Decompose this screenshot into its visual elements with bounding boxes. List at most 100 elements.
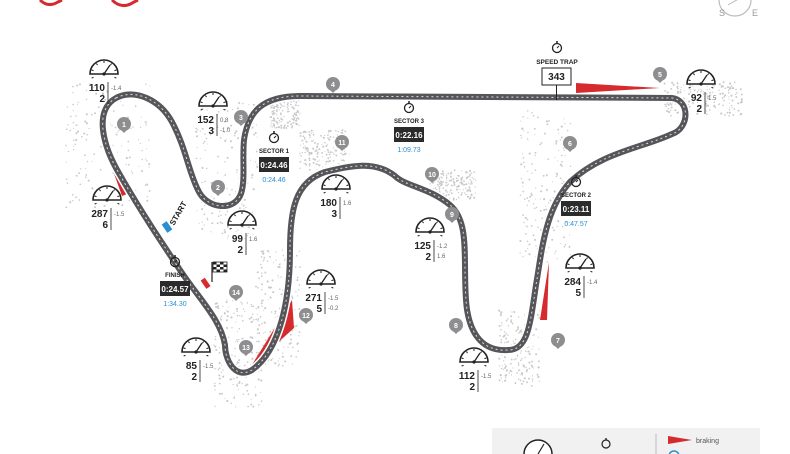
speedometer-icon [227,210,257,230]
turn-number: 13 [242,345,250,352]
sector-label: SECTOR 2 [561,193,592,199]
turn-number: 12 [302,313,310,320]
sector-time: 0:23.11 [563,205,590,214]
corner-speed: 287 [91,209,108,220]
turn-number: 4 [331,82,335,89]
logo-icon [38,0,139,7]
legend-blue-icon [668,450,680,454]
corner-speed: 112 [459,371,476,382]
gauge-5: 922 1.5 [686,69,717,115]
corner-gear: 2 [696,104,702,115]
turn-number: 9 [450,212,454,219]
corner-gforce-1: -1.2 [437,244,448,250]
cumulative-time: 1:34.30 [163,301,186,308]
turn-number: 2 [216,185,220,192]
corner-speed: 85 [186,361,198,372]
corner-gear: 2 [425,252,431,263]
finish-marker [200,277,211,289]
corner-speed: 92 [691,93,703,104]
compass-e: E [752,8,758,18]
start-marker: START [161,200,189,233]
turn-marker-4: 4 [326,77,340,93]
speedometer-icon [459,347,489,367]
braking-zone-t7 [540,262,549,320]
corner-gforce-2: -1.0 [220,128,231,134]
stopwatch-icon [169,255,181,268]
start-label: START [168,200,189,227]
corner-gforce-1: -1.4 [111,86,122,92]
turn-marker-1: 1 [117,117,131,133]
corner-gforce-1: 1.5 [708,96,717,102]
corner-speed: 110 [89,83,106,94]
stopwatch-icon [570,175,582,188]
speedometer-icon [89,59,119,79]
turn-marker-3: 3 [234,110,248,126]
turn-marker-9: 9 [445,207,459,223]
speedometer-icon [686,69,716,89]
corner-speed: 99 [232,234,244,245]
compass-icon: S E [718,0,758,18]
corner-gforce-2: 1.6 [437,254,446,260]
turn-marker-11: 11 [335,135,349,151]
speed-trap-label: SPEED TRAP [536,59,578,66]
legend-gauge-icon [523,439,553,454]
sector-2: SECTOR 2 0:23.11 0:47.57 [561,175,592,228]
corner-gforce-2: -0.2 [328,306,339,312]
corner-speed: 271 [305,293,322,304]
turn-marker-7: 7 [551,333,565,349]
turn-number: 1 [122,122,126,129]
legend-braking-label: braking [696,438,719,445]
sector-time: 0:24.57 [161,285,189,294]
corner-gear: 5 [316,304,322,315]
turn-marker-8: 8 [449,318,463,334]
corner-speed: 180 [320,198,337,209]
corner-gear: 3 [208,126,214,137]
cumulative-time: 0:47.57 [564,221,587,228]
turn-number: 10 [428,172,436,179]
legend-braking-swatch [668,436,692,444]
compass-s: S [719,8,725,18]
corner-gear: 5 [575,288,581,299]
sector-label: SECTOR 1 [259,149,290,155]
corner-gear: 2 [237,245,243,256]
sector-label: FINISH [165,273,185,279]
speedometer-icon [181,337,211,357]
track [98,89,690,377]
gauge-13: 852 -1.5 [181,337,214,383]
turn-number: 14 [232,290,240,297]
stopwatch-icon [403,101,415,114]
turn-number: 6 [568,141,572,148]
corner-gforce-1: -1.5 [203,364,214,370]
corner-gear: 2 [191,372,197,383]
cumulative-time: 1:09.73 [397,147,420,154]
corner-gforce-1: 0.8 [220,118,229,124]
cumulative-time: 0:24.46 [262,177,285,184]
legend-stopwatch-icon [601,438,611,449]
corner-gear: 3 [331,209,337,220]
corner-gforce-1: 1.6 [249,237,258,243]
gauge-2: 992 1.6 [227,210,258,256]
corner-gforce-1: -1.5 [481,374,492,380]
sector-label: SECTOR 3 [394,119,425,125]
sector-time: 0:24.46 [260,161,288,170]
corner-gauges: 1102-1.49921.615230.8-1.09221.52845-1.41… [89,59,717,393]
turn-marker-14: 14 [229,285,243,301]
corner-gear: 2 [469,382,475,393]
corner-gforce-1: -1.4 [587,280,598,286]
corner-gforce-1: -1.5 [114,212,125,218]
speed-trap: SPEED TRAP 343 [536,41,578,100]
turn-number: 7 [556,338,560,345]
legend: braking [492,428,760,454]
speedometer-icon [198,91,228,111]
sector-time: 0:22.16 [395,131,423,140]
